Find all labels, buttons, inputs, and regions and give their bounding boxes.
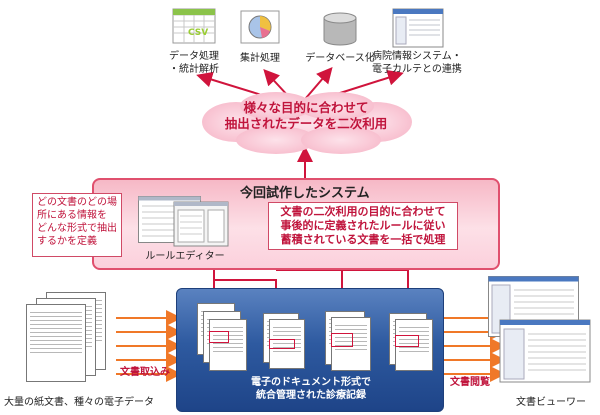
definition-note: どの文書のどの場 所にある情報を どんな形式で抽出 するかを定義: [32, 193, 122, 257]
rule-editor-screenshot: [138, 196, 230, 248]
source-label: 大量の紙文書、種々の電子データ: [4, 397, 154, 408]
database-icon: [320, 12, 360, 50]
document-store: [176, 288, 444, 412]
pie-chart-icon: [240, 10, 280, 48]
view-label: 文書閲覧: [450, 377, 490, 388]
process-note: 文書の二次利用の目的に合わせて 事後的に定義されたルールに従い 蓄積されている文…: [268, 202, 458, 250]
window-icon: [392, 8, 444, 52]
store-label: 電子のドキュメント形式で 統合管理された診療記録: [251, 377, 371, 401]
csv-spreadsheet-icon: CSV: [172, 8, 216, 44]
rule-editor-label: ルールエディター: [145, 251, 225, 262]
import-label: 文書取込み: [120, 367, 170, 378]
output-label-db: データベース化: [305, 53, 375, 64]
csv-label: CSV: [188, 28, 209, 38]
output-label-csv: データ処理 ・統計解析: [169, 51, 219, 75]
output-label-hospital: 病院情報システム・ 電子カルテとの連携: [372, 51, 462, 75]
system-title: 今回試作したシステム: [240, 186, 370, 201]
output-label-stats: 集計処理: [240, 53, 280, 64]
viewer-label: 文書ビューワー: [516, 397, 586, 408]
cloud-shape: [202, 92, 412, 154]
paper-documents-icon: [22, 290, 116, 382]
cloud-text: 様々な目的に合わせて 抽出されたデータを二次利用: [224, 100, 388, 131]
document-viewer-screenshot: [488, 276, 592, 386]
